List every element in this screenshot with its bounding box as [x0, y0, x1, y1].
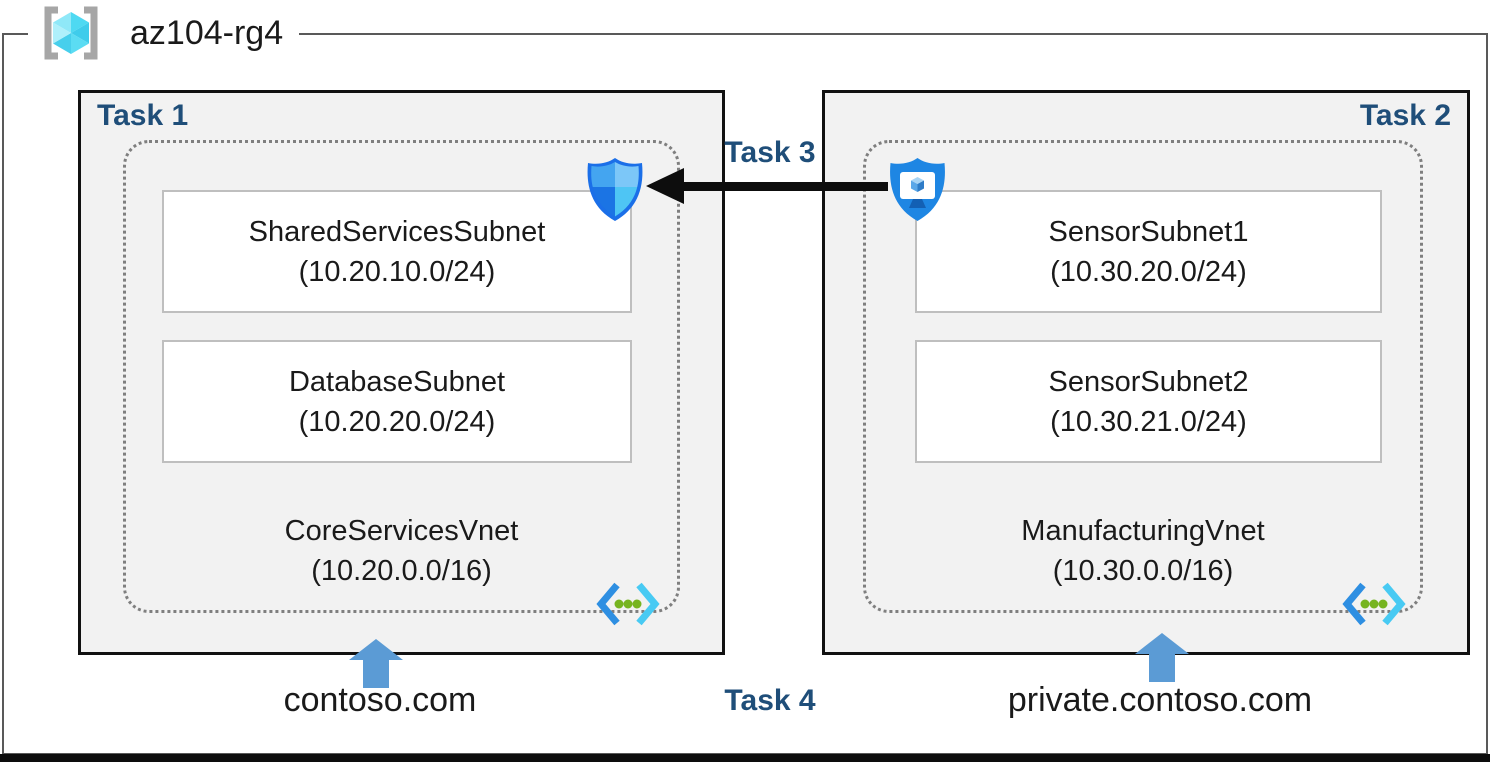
vnet-name: ManufacturingVnet	[1021, 515, 1265, 547]
panel-coreservices: Task 1 SharedServicesSubnet (10.20.10.0/…	[78, 90, 725, 655]
subnet-name: SensorSubnet2	[1048, 365, 1249, 398]
task1-label: Task 1	[97, 99, 189, 132]
task2-label: Task 2	[1359, 99, 1451, 132]
blue-up-arrow	[349, 639, 403, 688]
coreservices-vnet-boundary: SharedServicesSubnet (10.20.10.0/24) Dat…	[123, 140, 680, 626]
virtual-network-icon	[596, 582, 660, 626]
subnet-sensor2: SensorSubnet2 (10.30.21.0/24)	[915, 340, 1382, 463]
subnet-name: DatabaseSubnet	[288, 365, 506, 398]
blue-up-arrow	[1135, 633, 1189, 682]
resource-group-legend: az104-rg4	[28, 2, 300, 64]
resource-group-icon	[44, 6, 98, 60]
subnet-cidr: (10.20.20.0/24)	[298, 405, 496, 438]
panel-manufacturing: Task 2 SensorSubnet1 (10.30.20.0/24) Sen…	[822, 90, 1470, 655]
subnet-name: SharedServicesSubnet	[248, 215, 546, 248]
resource-group-name: az104-rg4	[130, 13, 284, 52]
subnet-cidr: (10.20.10.0/24)	[298, 255, 496, 288]
black-left-arrow	[646, 168, 888, 204]
task4-label: Task 4	[724, 684, 816, 717]
subnet-cidr: (10.30.21.0/24)	[1050, 405, 1247, 438]
vnet-name: CoreServicesVnet	[284, 515, 519, 547]
dns-zone-private-contoso: private.contoso.com	[1007, 681, 1313, 719]
vnet-cidr: (10.20.0.0/16)	[311, 555, 492, 587]
coreservices-vnet-label: CoreServicesVnet (10.20.0.0/16)	[126, 511, 677, 591]
subnet-database: DatabaseSubnet (10.20.20.0/24)	[162, 340, 632, 463]
network-security-group-shield-icon	[587, 158, 643, 221]
task3-label: Task 3	[724, 136, 816, 169]
subnet-sharedservices: SharedServicesSubnet (10.20.10.0/24)	[162, 190, 632, 313]
shield-monitor-icon	[890, 158, 945, 221]
manufacturing-vnet-label: ManufacturingVnet (10.30.0.0/16)	[866, 511, 1420, 591]
virtual-network-icon	[1342, 582, 1406, 626]
bottom-edge-bar	[0, 754, 1490, 762]
subnet-cidr: (10.30.20.0/24)	[1050, 255, 1247, 288]
subnet-sensor1: SensorSubnet1 (10.30.20.0/24)	[915, 190, 1382, 313]
manufacturing-vnet-boundary: SensorSubnet1 (10.30.20.0/24) SensorSubn…	[863, 140, 1423, 626]
subnet-name: SensorSubnet1	[1048, 215, 1249, 248]
vnet-cidr: (10.30.0.0/16)	[1052, 555, 1234, 587]
